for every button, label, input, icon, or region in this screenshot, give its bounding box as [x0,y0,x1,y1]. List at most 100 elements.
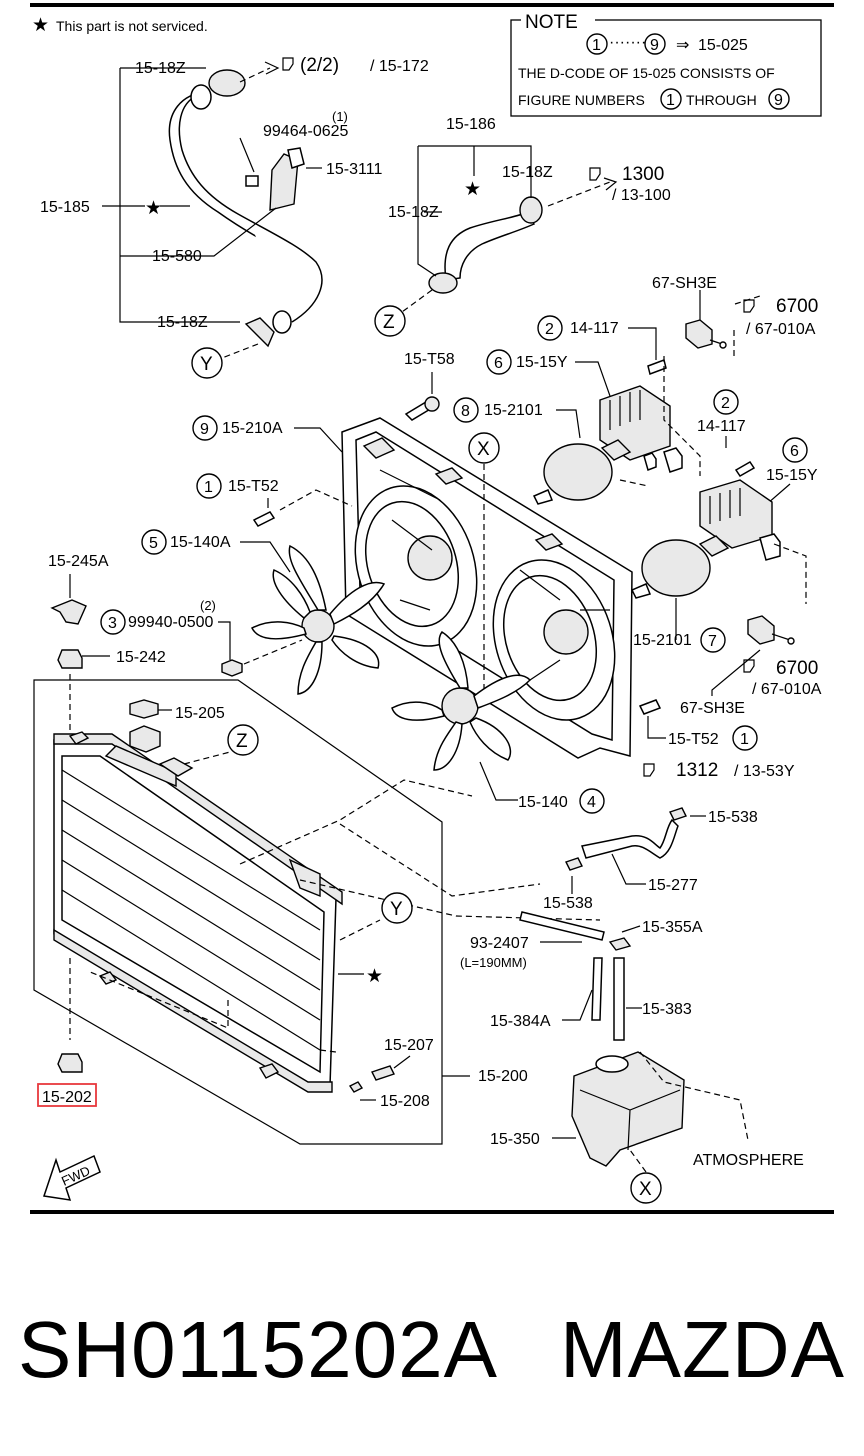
callout-6a [486,349,512,375]
hose-15-277 [581,818,679,859]
label-15-383: 15-383 [642,1001,692,1018]
callout-z-bottom-text: Z [236,731,248,752]
fan-motor-b [630,535,730,599]
label-15-202: 15-202 [42,1089,92,1106]
ref-1300: 1300 / 13-100 [589,164,671,204]
label-15-242: 15-242 [116,649,166,666]
ref-label-6700-a: 6700 [776,296,818,317]
ref-label-6700-b: 6700 [776,658,818,679]
callout-1b-text: 1 [740,731,749,748]
label-15-140a: 15-140A [170,534,231,551]
label-15-538-a: 15-538 [708,809,758,826]
ref-dest-67-010a-a: / 67-010A [746,321,816,338]
callout-2a [537,315,563,341]
label-15-210a: 15-210A [222,420,283,437]
label-15-355a: 15-355A [642,919,703,936]
ref-6700-b: 6700 / 67-010A [743,658,822,698]
connector-67-sh3e-a [685,319,727,349]
hose-15-384a [591,957,603,1021]
note-title: NOTE [525,12,578,33]
callout-5 [141,529,167,555]
label-15-15y-b: 15-15Y [766,467,818,484]
label-15-277: 15-277 [648,877,698,894]
callout-1a [196,473,222,499]
fwd-label: FWD [59,1163,92,1189]
label-15-185: 15-185 [40,199,90,216]
callout-x-top [468,432,500,464]
note-line2-num2: 9 [774,92,783,109]
label-15-580: 15-580 [152,248,202,265]
label-15-t52-a: 15-T52 [228,478,279,495]
note-range-start: 1 [592,37,601,54]
part-number: SH0115202A [18,1305,498,1394]
fan-motor-a [532,439,632,505]
note-line1: THE D-CODE OF 15-025 CONSISTS OF [518,65,775,81]
note-line2-b: THROUGH [686,92,757,108]
note-code: 15-025 [698,37,748,54]
label-15-18z-d: 15-18Z [388,204,439,221]
callout-y-top [191,347,223,379]
label-15-350: 15-350 [490,1131,540,1148]
note-line2-num1: 1 [666,92,675,109]
callout-y-top-text: Y [200,354,213,375]
label-99464-qty: (1) [332,109,348,124]
callout-6b-text: 6 [790,443,799,460]
label-14-117-a: 14-117 [570,320,619,337]
callout-y-bottom [381,892,413,924]
label-67-sh3e-a: 67-SH3E [652,275,717,292]
star-icon-2: ★ [464,179,481,200]
label-15-3111: 15-3111 [326,161,382,178]
label-15-538-b: 15-538 [543,895,593,912]
note-arrow-icon: ⇒ [676,37,689,54]
fan-15-140a [250,544,386,695]
callout-8 [453,397,479,423]
reservoir-15-350 [571,1051,685,1167]
callout-9-text: 9 [200,421,209,438]
label-15-208: 15-208 [380,1093,430,1110]
ref-dest-13-53y: / 13-53Y [734,763,795,780]
label-15-18z-b: 15-18Z [157,314,208,331]
note-line2-a: FIGURE NUMBERS [518,92,645,108]
lower-radiator-hose [428,196,543,294]
bottom-rule [30,1210,834,1214]
star-legend-icon: ★ [32,15,49,36]
label-99464-0625: 99464-0625 [263,123,349,140]
connector-67-sh3e-b [747,615,795,645]
fan-15-140 [391,631,532,771]
label-15-140: 15-140 [518,794,568,811]
ref-6700-a: 6700 / 67-010A [743,296,818,338]
callout-4 [579,788,605,814]
ref-1312: 1312 / 13-53Y [643,760,795,781]
note-box: NOTE 1 ······· 9 ⇒ 15-025 THE D-CODE OF … [510,12,822,117]
callout-5-text: 5 [149,535,158,552]
callout-1b [732,725,758,751]
label-15-207: 15-207 [384,1037,434,1054]
callout-8-text: 8 [461,403,470,420]
callout-z-bottom [227,724,259,756]
callout-x-bottom-text: X [639,1179,652,1200]
label-93-2407: 93-2407 [470,935,529,952]
callout-2a-text: 2 [545,321,554,338]
callout-6b [782,437,808,463]
label-93-2407-length: (L=190MM) [460,955,527,970]
ref-label-1300: 1300 [622,164,664,185]
hose-93-2407 [519,911,605,941]
ref-dest-67-010a-b: / 67-010A [752,681,822,698]
resistor-b [699,479,781,561]
ref-label-2-2: (2/2) [300,55,339,76]
label-99940-qty: (2) [200,598,216,613]
star-icon: ★ [145,198,162,219]
callout-z-top-text: Z [383,312,395,333]
label-15-200: 15-200 [478,1068,528,1085]
callout-x-bottom [630,1172,662,1204]
label-15-384a: 15-384A [490,1013,551,1030]
label-15-t58: 15-T58 [404,351,455,368]
label-15-245a: 15-245A [48,553,109,570]
callout-7-text: 7 [708,633,717,650]
hose-15-383 [613,957,625,1041]
brand-name: MAZDA [560,1305,845,1394]
label-14-117-b: 14-117 [697,418,746,435]
footer: SH0115202A MAZDA [0,1290,864,1410]
callout-z-top [374,305,406,337]
